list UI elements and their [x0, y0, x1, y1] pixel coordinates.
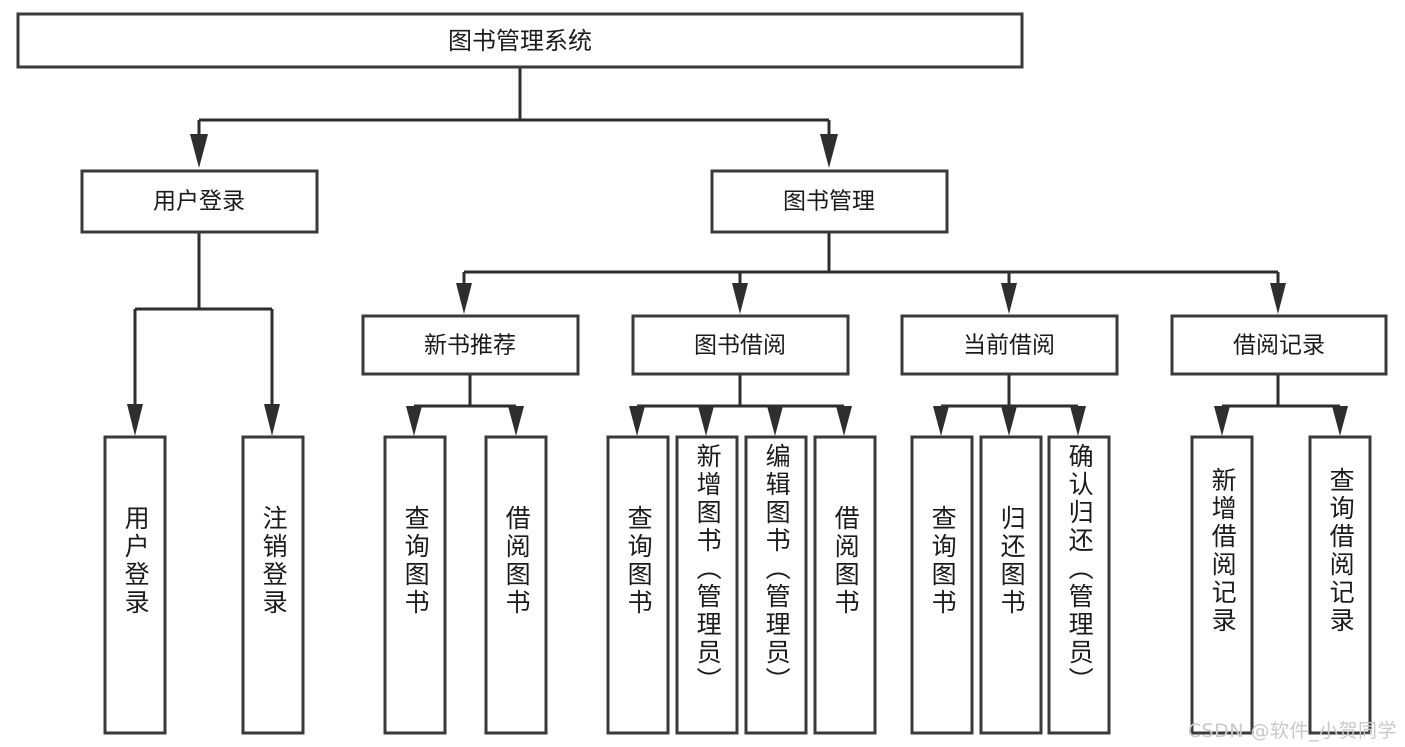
- node-root-box: [16, 12, 1024, 69]
- arrow-head-bb-leaf-2: [698, 406, 714, 436]
- node-user-login-label: 用户登录: [153, 189, 245, 215]
- node-user-login[interactable]: 用户登录: [80, 169, 319, 234]
- arrow-head-bb-leaf-1: [629, 406, 645, 436]
- arrow-head-bm-book-borrow: [732, 283, 748, 314]
- arrow-head-nb-leaf-1: [406, 406, 422, 436]
- leaf-box-current-borrow-2[interactable]: [979, 435, 1043, 735]
- connector-group-current-borrow: [933, 375, 1086, 436]
- node-current-borrow-label: 当前借阅: [963, 333, 1055, 359]
- leaf-box-current-borrow-3[interactable]: [1047, 435, 1111, 735]
- connector-group-root: [190, 68, 838, 168]
- node-book-manage-box: [710, 169, 949, 234]
- arrow-head-bm-borrow-record: [1270, 283, 1286, 314]
- connector-group-user-login: [127, 233, 280, 436]
- leaf-box-borrow-record-1[interactable]: [1190, 435, 1254, 735]
- csdn-watermark: CSDN @软件_小贺同学: [1187, 720, 1397, 742]
- connector-group-book-borrow: [629, 375, 852, 436]
- leaf-box-book-borrow-4[interactable]: [813, 435, 877, 735]
- leaf-box-new-book-2[interactable]: [484, 435, 548, 735]
- node-new-book-recommend-box: [361, 314, 580, 376]
- arrow-head-bm-new-book: [456, 283, 472, 314]
- node-book-manage[interactable]: 图书管理: [710, 169, 949, 234]
- node-borrow-record-label: 借阅记录: [1233, 333, 1325, 359]
- leaf-box-book-borrow-1[interactable]: [606, 435, 670, 735]
- leaf-box-book-borrow-3[interactable]: [744, 435, 808, 735]
- node-user-login-box: [80, 169, 319, 234]
- arrow-head-br-leaf-2: [1332, 406, 1348, 436]
- arrow-head-cb-leaf-1: [933, 406, 949, 436]
- node-borrow-record[interactable]: 借阅记录: [1170, 314, 1388, 376]
- connector-group-new-book: [406, 375, 524, 436]
- leaf-box-current-borrow-1[interactable]: [910, 435, 974, 735]
- node-root-system[interactable]: 图书管理系统: [16, 12, 1024, 69]
- leaf-box-user-login-1[interactable]: [103, 435, 167, 735]
- node-book-borrow-box: [631, 314, 850, 376]
- node-book-borrow-label: 图书借阅: [694, 333, 786, 359]
- arrow-head-bb-leaf-3: [767, 406, 783, 436]
- connector-group-borrow-record: [1214, 375, 1348, 436]
- leaf-box-new-book-1[interactable]: [383, 435, 447, 735]
- node-new-book-recommend-label: 新书推荐: [424, 333, 516, 359]
- connector-group-book-manage: [456, 233, 1286, 314]
- node-book-borrow[interactable]: 图书借阅: [631, 314, 850, 376]
- node-book-manage-label: 图书管理: [783, 189, 875, 215]
- arrow-head-bb-leaf-4: [836, 406, 852, 436]
- arrow-head-root-to-book-manage: [820, 134, 838, 168]
- node-current-borrow-box: [900, 314, 1119, 376]
- arrow-head-br-leaf-1: [1214, 406, 1230, 436]
- arrow-head-bm-current-borrow: [1001, 283, 1017, 314]
- arrow-head-ul-leaf-1: [127, 404, 143, 436]
- node-borrow-record-box: [1170, 314, 1388, 376]
- leaf-box-user-login-2[interactable]: [241, 435, 305, 735]
- node-root-label: 图书管理系统: [448, 27, 592, 55]
- leaf-box-book-borrow-2[interactable]: [675, 435, 739, 735]
- node-current-borrow[interactable]: 当前借阅: [900, 314, 1119, 376]
- arrow-head-root-to-user-login: [190, 134, 208, 168]
- leaf-box-borrow-record-2[interactable]: [1308, 435, 1372, 735]
- arrow-head-cb-leaf-2: [1001, 406, 1017, 436]
- arrow-head-nb-leaf-2: [508, 406, 524, 436]
- node-new-book-recommend[interactable]: 新书推荐: [361, 314, 580, 376]
- arrow-head-cb-leaf-3: [1070, 406, 1086, 436]
- arrow-head-ul-leaf-2: [264, 404, 280, 436]
